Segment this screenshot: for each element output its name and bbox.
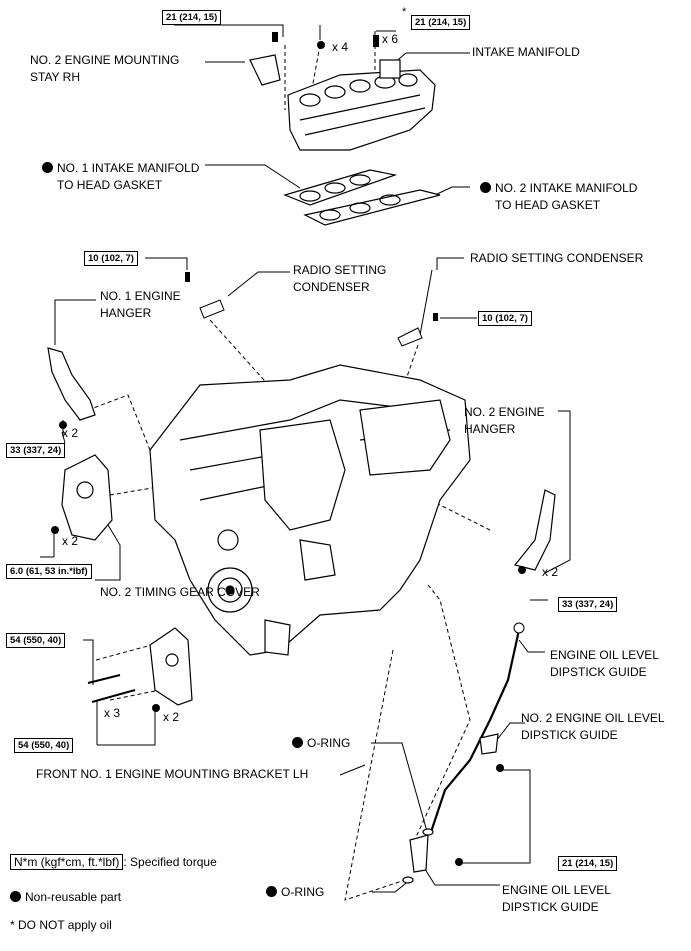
qty-stay: x 4 bbox=[332, 40, 349, 54]
oring-upper-label: O-RING bbox=[292, 735, 350, 752]
radio-condenser-right-label: RADIO SETTING CONDENSER bbox=[470, 251, 644, 265]
torque-box-timing: 6.0 (61, 53 in.*lbf) bbox=[6, 564, 92, 579]
torque-box-hanger2: 33 (337, 24) bbox=[558, 597, 618, 612]
no-oil-asterisk: * bbox=[402, 6, 407, 18]
engine-hanger-1-label: NO. 1 ENGINE HANGER bbox=[100, 288, 181, 322]
radio-condenser-left-line1: RADIO SETTING bbox=[293, 263, 387, 277]
stay-label-line1: NO. 2 ENGINE MOUNTING bbox=[30, 53, 180, 67]
legend-no-oil: * DO NOT apply oil bbox=[10, 918, 112, 932]
torque-box-bracket-top: 54 (550, 40) bbox=[6, 633, 66, 648]
gasket2-label: NO. 2 INTAKE MANIFOLD TO HEAD GASKET bbox=[480, 180, 637, 214]
nonreusable-bullet-icon bbox=[42, 162, 53, 173]
stay-label-line2: STAY RH bbox=[30, 70, 81, 84]
dipstick-guide-lower-line2: DIPSTICK GUIDE bbox=[502, 900, 599, 914]
no2-dipstick-guide-line1: NO. 2 ENGINE OIL LEVEL bbox=[521, 711, 665, 725]
torque-box-dipstick: 21 (214, 15) bbox=[558, 856, 618, 871]
qty-hanger1: x 2 bbox=[62, 426, 79, 440]
legend-nonreusable: Non-reusable part bbox=[10, 890, 121, 904]
timing-gear-cover-label: NO. 2 TIMING GEAR COVER bbox=[100, 585, 260, 599]
nonreusable-bullet-icon bbox=[480, 182, 491, 193]
torque-box-hanger1: 33 (337, 24) bbox=[6, 443, 66, 458]
dipstick-guide-lower-line1: ENGINE OIL LEVEL bbox=[502, 883, 611, 897]
dipstick-guide-upper-line2: DIPSTICK GUIDE bbox=[550, 665, 647, 679]
qty-timing: x 2 bbox=[62, 534, 79, 548]
gasket2-label-line1: NO. 2 INTAKE MANIFOLD bbox=[495, 181, 638, 195]
no2-dipstick-guide-label: NO. 2 ENGINE OIL LEVEL DIPSTICK GUIDE bbox=[521, 710, 665, 744]
engine-hanger-1-line1: NO. 1 ENGINE bbox=[100, 289, 181, 303]
engine-hanger-1-line2: HANGER bbox=[100, 306, 152, 320]
dipstick-guide-lower-label: ENGINE OIL LEVEL DIPSTICK GUIDE bbox=[502, 882, 611, 916]
nonreusable-bullet-icon bbox=[266, 886, 277, 897]
gasket1-label-line2: TO HEAD GASKET bbox=[57, 178, 163, 192]
qty-manifold: x 6 bbox=[382, 32, 399, 46]
legend-torque-text: : Specified torque bbox=[123, 855, 217, 869]
mounting-bracket-label: FRONT NO. 1 ENGINE MOUNTING BRACKET LH bbox=[36, 767, 309, 781]
oring-upper-text: O-RING bbox=[307, 736, 351, 750]
qty-bracket-a: x 3 bbox=[104, 706, 121, 720]
radio-condenser-left-line2: CONDENSER bbox=[293, 280, 370, 294]
engine-hanger-2-line2: HANGER bbox=[464, 422, 516, 436]
legend-torque: N*m (kgf*cm, ft.*lbf): Specified torque bbox=[10, 854, 217, 870]
gasket1-label-line1: NO. 1 INTAKE MANIFOLD bbox=[57, 161, 200, 175]
legend-torque-box: N*m (kgf*cm, ft.*lbf) bbox=[10, 854, 124, 870]
nonreusable-bullet-icon bbox=[292, 737, 303, 748]
torque-box-radio-right: 10 (102, 7) bbox=[478, 311, 532, 326]
no2-dipstick-guide-line2: DIPSTICK GUIDE bbox=[521, 728, 618, 742]
engine-hanger-2-line1: NO. 2 ENGINE bbox=[464, 405, 545, 419]
nonreusable-bullet-icon bbox=[10, 891, 21, 902]
torque-box-bracket-bottom: 54 (550, 40) bbox=[14, 738, 74, 753]
torque-box-radio-left: 10 (102, 7) bbox=[84, 251, 138, 266]
radio-condenser-left-label: RADIO SETTING CONDENSER bbox=[293, 262, 386, 296]
dipstick-guide-upper-label: ENGINE OIL LEVEL DIPSTICK GUIDE bbox=[550, 647, 659, 681]
qty-bracket-b: x 2 bbox=[163, 710, 180, 724]
gasket1-label: NO. 1 INTAKE MANIFOLD TO HEAD GASKET bbox=[42, 160, 199, 194]
oring-lower-text: O-RING bbox=[281, 885, 325, 899]
stay-label: NO. 2 ENGINE MOUNTING STAY RH bbox=[30, 52, 179, 86]
oring-lower-label: O-RING bbox=[266, 884, 324, 901]
gasket2-label-line2: TO HEAD GASKET bbox=[495, 198, 601, 212]
legend-nonreusable-text: Non-reusable part bbox=[25, 890, 122, 904]
torque-box-top-right: 21 (214, 15) bbox=[411, 15, 471, 30]
intake-manifold-label: INTAKE MANIFOLD bbox=[472, 45, 580, 59]
qty-hanger2: x 2 bbox=[542, 565, 559, 579]
dipstick-guide-upper-line1: ENGINE OIL LEVEL bbox=[550, 648, 659, 662]
engine-hanger-2-label: NO. 2 ENGINE HANGER bbox=[464, 404, 545, 438]
torque-box-top-left: 21 (214, 15) bbox=[162, 10, 222, 25]
